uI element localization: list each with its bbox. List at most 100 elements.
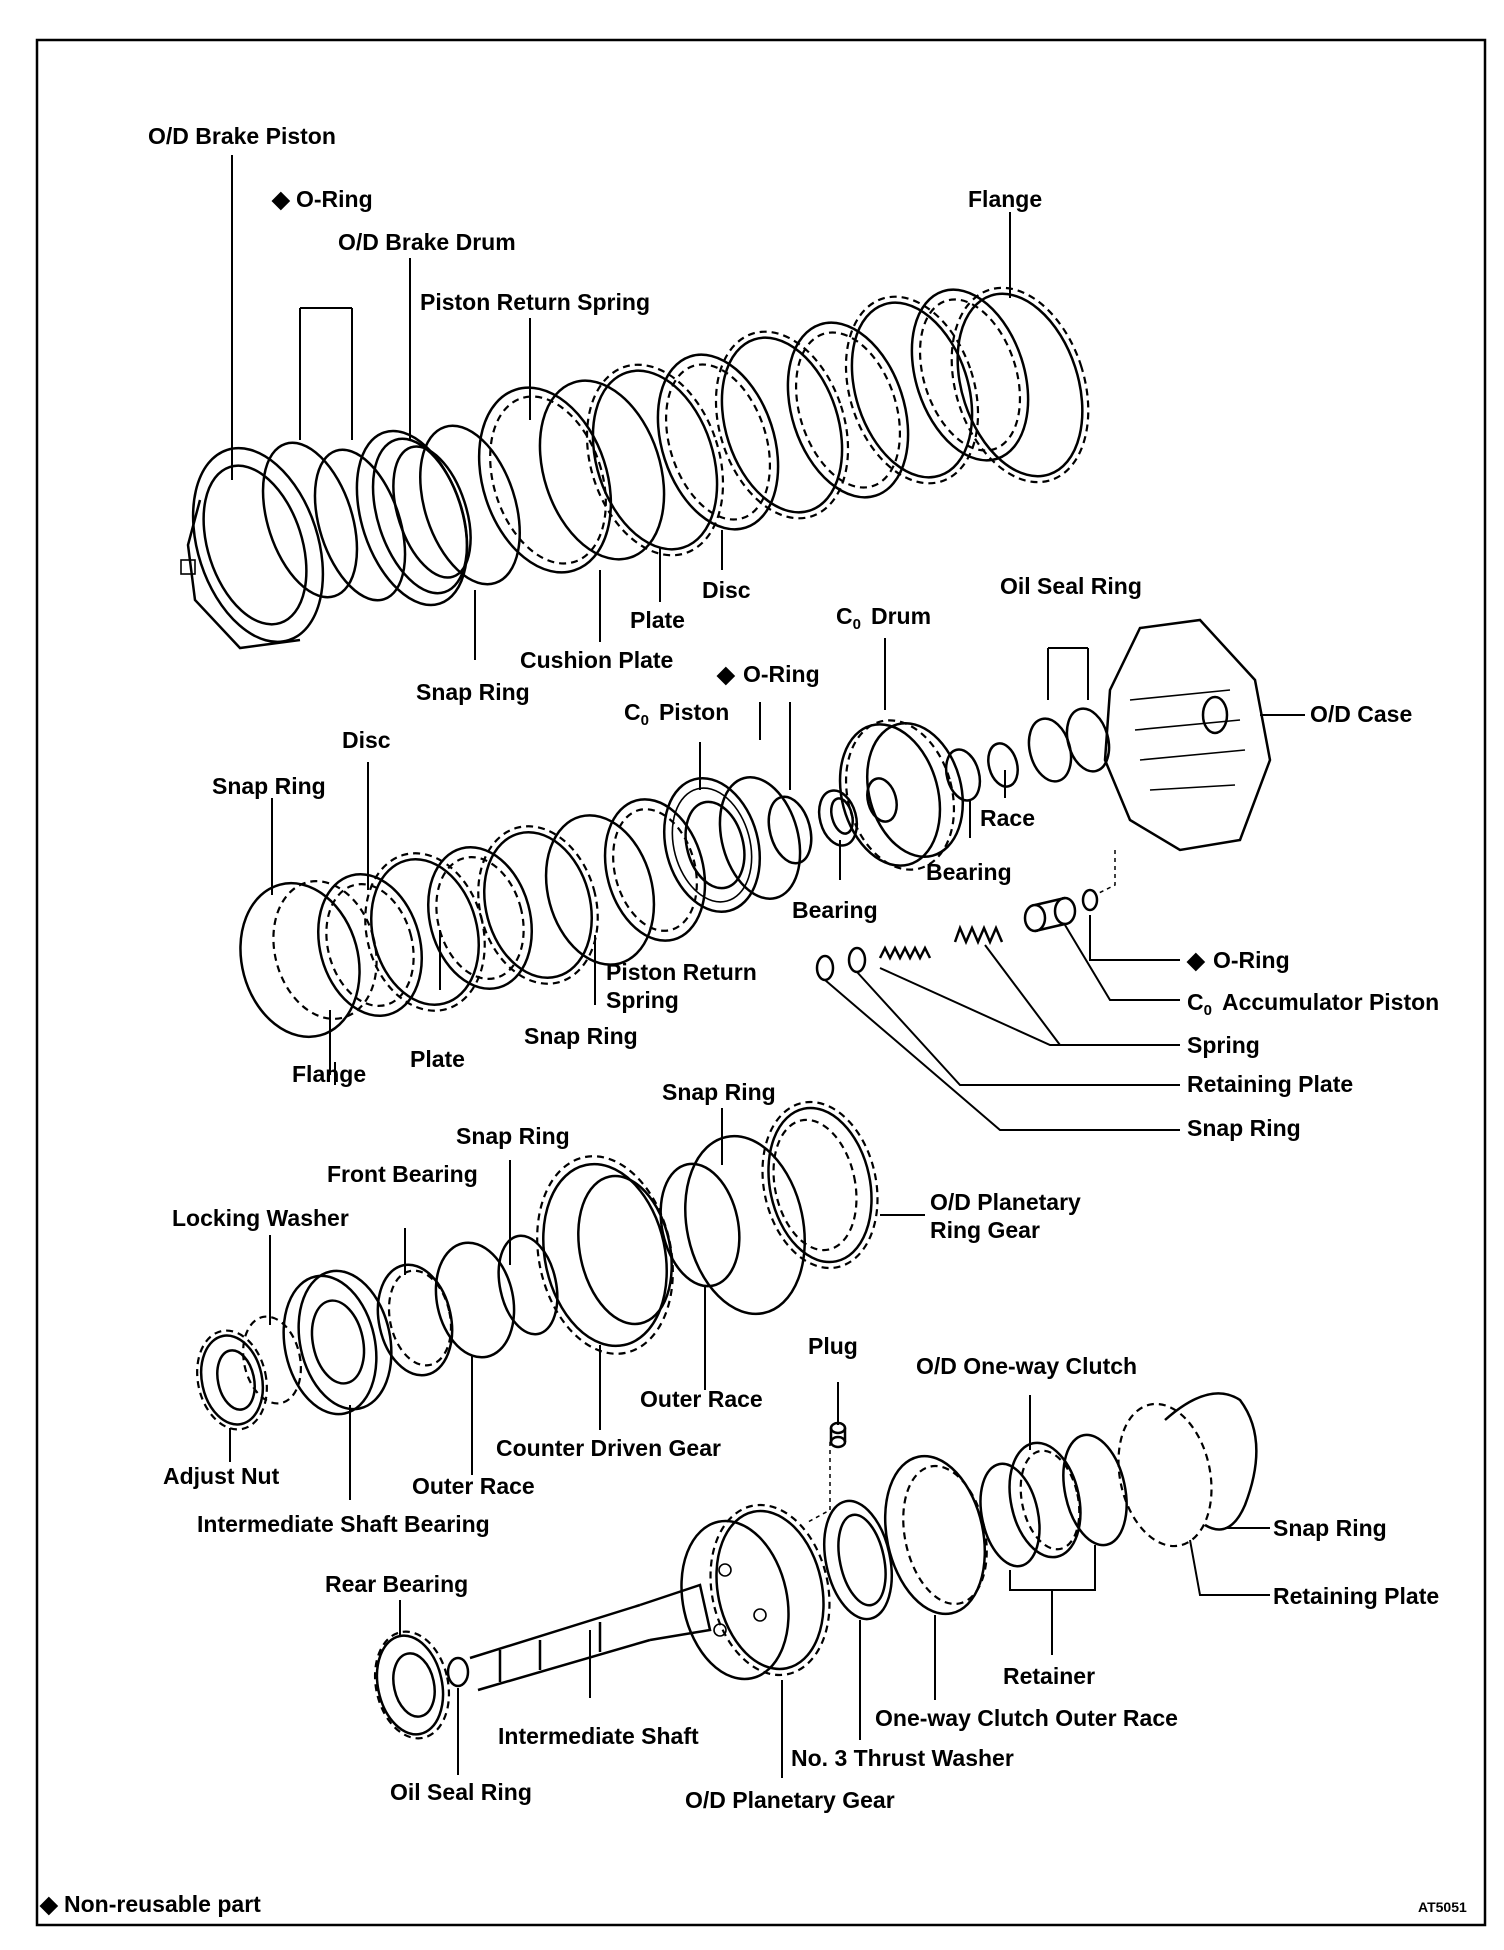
oil-seal-ring-2-part	[446, 1656, 470, 1688]
label-retaining-plate-2: Retaining Plate	[1273, 1583, 1439, 1609]
cushion-plate-part	[538, 379, 666, 561]
label-snap-ring-6: Snap Ring	[456, 1123, 570, 1149]
intermediate-shaft-part	[469, 1583, 712, 1692]
outer-race-1-part	[659, 1162, 741, 1288]
label-od-brake-drum: O/D Brake Drum	[338, 229, 516, 255]
o-ring-2b-part	[767, 795, 813, 865]
od-one-way-clutch-part	[1008, 1441, 1082, 1559]
retainer-b-part	[1062, 1433, 1128, 1547]
plate-disc-stack-2	[272, 825, 599, 1020]
snap-ring-3-part	[544, 814, 656, 966]
snap-ring-2-part	[239, 881, 361, 1039]
o-ring-3-part	[1081, 888, 1099, 912]
label-outer-race-1: Outer Race	[640, 1386, 763, 1412]
row4-parts	[373, 1392, 1258, 1740]
spring-small-part	[878, 945, 932, 961]
label-snap-ring-3: Snap Ring	[524, 1023, 638, 1049]
label-one-way-clutch-outer-race: One-way Clutch Outer Race	[875, 1705, 1178, 1731]
snap-ring-1-part	[419, 424, 521, 586]
label-snap-ring-7: Snap Ring	[1273, 1515, 1387, 1541]
label-front-bearing: Front Bearing	[327, 1161, 478, 1187]
label-snap-ring-1: Snap Ring	[416, 679, 530, 705]
non-reusable-marker-2: ◆	[716, 661, 736, 687]
row1-parts	[180, 286, 1090, 650]
piston-return-spring-2-part	[603, 798, 707, 942]
label-plate-1: Plate	[630, 607, 685, 633]
locking-washer-part	[242, 1315, 302, 1405]
label-disc-2: Disc	[342, 727, 391, 753]
non-reusable-marker-3: ◆	[1186, 947, 1206, 973]
label-intermediate-shaft-bearing: Intermediate Shaft Bearing	[197, 1511, 490, 1537]
rear-bearing-part	[373, 1630, 451, 1740]
label-od-planetary-gear: O/D Planetary Gear	[685, 1787, 895, 1813]
label-counter-driven-gear: Counter Driven Gear	[496, 1435, 721, 1461]
label-locking-washer: Locking Washer	[172, 1205, 349, 1231]
od-brake-drum-part	[355, 429, 472, 607]
label-bearing-2: Bearing	[792, 897, 878, 923]
label-retainer: Retainer	[1003, 1663, 1095, 1689]
label-oil-seal-ring-2: Oil Seal Ring	[390, 1779, 532, 1805]
od-planetary-gear-part	[680, 1503, 831, 1681]
no3-thrust-washer-part	[823, 1499, 893, 1621]
race-part	[987, 742, 1019, 788]
non-reusable-marker-1: ◆	[271, 186, 291, 212]
label-outer-race-2: Outer Race	[412, 1473, 535, 1499]
label-od-case: O/D Case	[1310, 701, 1412, 727]
row3-parts	[196, 1100, 879, 1431]
label-plate-2: Plate	[410, 1046, 465, 1072]
od-planetary-ring-gear-part	[761, 1100, 879, 1270]
label-snap-ring-2: Snap Ring	[212, 773, 326, 799]
plug-part	[829, 1421, 847, 1449]
label-race: Race	[980, 805, 1035, 831]
label-flange-2: Flange	[292, 1061, 366, 1087]
o-ring-2a-part	[718, 776, 802, 900]
od-case-part	[1103, 618, 1272, 852]
counter-driven-gear-part	[536, 1155, 674, 1355]
label-adjust-nut: Adjust Nut	[163, 1463, 280, 1489]
label-spring: Spring	[1187, 1032, 1260, 1058]
figure-id: AT5051	[1418, 1899, 1467, 1915]
retaining-plate-2-part	[1117, 1402, 1213, 1548]
label-piston-return-spring-2a: Piston Return	[606, 959, 757, 985]
label-no3-thrust-washer: No. 3 Thrust Washer	[791, 1745, 1014, 1771]
o-ring-1a-part	[261, 441, 359, 599]
label-o-ring-3: O-Ring	[1213, 947, 1290, 973]
label-piston-return-spring-2b: Spring	[606, 987, 679, 1013]
label-od-planetary-ring-gear-a: O/D Planetary	[930, 1189, 1081, 1215]
legend-marker: ◆	[39, 1891, 59, 1917]
outer-race-2-part	[434, 1241, 516, 1359]
label-od-brake-piston: O/D Brake Piston	[148, 123, 336, 149]
one-way-clutch-outer-race-part	[883, 1454, 988, 1616]
snap-ring-small-part	[815, 954, 835, 982]
label-rear-bearing: Rear Bearing	[325, 1571, 468, 1597]
plate-disc-stack-1	[585, 288, 1030, 557]
label-bearing-1: Bearing	[926, 859, 1012, 885]
adjust-nut-part	[196, 1329, 268, 1431]
label-o-ring-2: O-Ring	[743, 661, 820, 687]
accumulator-piston-part	[1023, 896, 1077, 933]
page-border	[35, 38, 1487, 1927]
snap-ring-5-part	[684, 1134, 806, 1316]
label-snap-ring-5: Snap Ring	[662, 1079, 776, 1105]
retaining-plate-small-part	[847, 946, 867, 974]
label-flange-1: Flange	[968, 186, 1042, 212]
snap-ring-6-part	[497, 1234, 559, 1336]
row2-parts	[239, 618, 1272, 1039]
label-od-planetary-ring-gear-b: Ring Gear	[930, 1217, 1040, 1243]
front-bearing-part	[376, 1263, 454, 1377]
retainer-a-part	[979, 1462, 1041, 1568]
label-piston-return-spring-1: Piston Return Spring	[420, 289, 650, 315]
c0-drum-part	[838, 719, 965, 871]
bearing-2-part	[817, 789, 859, 847]
od-brake-piston-part	[180, 446, 325, 650]
legend-text: Non-reusable part	[64, 1891, 261, 1917]
intermediate-shaft-bearing-part	[282, 1269, 393, 1416]
label-oil-seal-ring-1: Oil Seal Ring	[1000, 573, 1142, 599]
